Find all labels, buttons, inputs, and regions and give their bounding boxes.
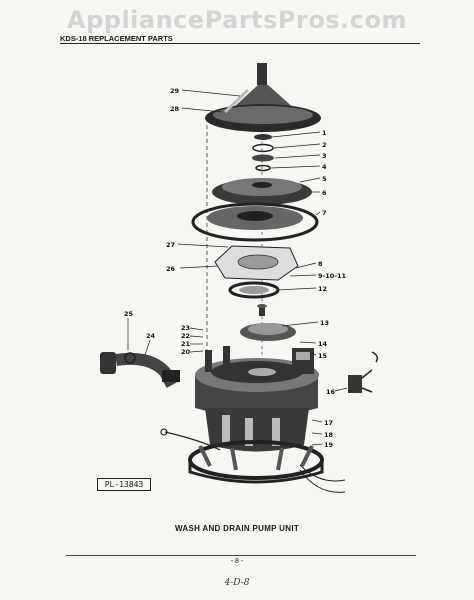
callout-13: 13: [320, 319, 329, 327]
callout-9-10-11: 9-10-11: [318, 272, 346, 280]
ground-wire-part: [164, 431, 221, 451]
footer-rule: [66, 555, 416, 556]
page-number: - 8 -: [230, 558, 244, 565]
washer-stack-part: [252, 134, 274, 172]
gasket-plate-part: [214, 245, 299, 281]
callout-2: 2: [322, 141, 327, 149]
callout-1: 1: [322, 129, 327, 137]
callout-17: 17: [324, 419, 333, 427]
callout-24: 24: [146, 332, 156, 340]
callout-6: 6: [322, 189, 327, 197]
motor-part: [205, 408, 309, 452]
top-cover-part: [205, 63, 321, 132]
callout-8: 8: [318, 260, 323, 268]
callout-12: 12: [318, 285, 327, 293]
leader-lines: [127, 89, 348, 446]
bolts-part: [257, 304, 267, 316]
motor-leads-part: [299, 464, 346, 493]
pump-body-part: [195, 346, 319, 417]
callout-23: 23: [181, 324, 190, 332]
impeller-part: [212, 178, 312, 205]
handwritten-note: 4-D-8: [224, 578, 250, 588]
callout-27: 27: [166, 241, 175, 249]
callout-18: 18: [324, 431, 334, 439]
callout-28: 28: [170, 105, 180, 113]
callout-4: 4: [322, 163, 327, 171]
callout-7: 7: [322, 209, 327, 217]
callout-16: 16: [326, 388, 336, 396]
callout-25: 25: [124, 310, 134, 318]
drain-impeller-part: [240, 323, 296, 341]
callout-15: 15: [318, 352, 328, 360]
header-rule: [60, 43, 420, 44]
pump-housing-part: [191, 202, 319, 242]
callout-5: 5: [322, 175, 327, 183]
seal-ring-part: [228, 281, 280, 299]
diagram-caption: WASH AND DRAIN PUMP UNIT: [174, 524, 300, 533]
plate-number-box: PL-13843: [97, 478, 151, 491]
callout-22: 22: [181, 332, 190, 340]
watermark: AppliancePartsPros.com: [67, 6, 407, 34]
callout-3: 3: [322, 152, 327, 160]
base-mount-ring-part: [188, 440, 324, 484]
callout-26: 26: [166, 265, 176, 273]
callout-29: 29: [170, 87, 180, 95]
callout-14: 14: [318, 340, 328, 348]
callout-20: 20: [181, 348, 191, 356]
page-header-title: KDS-18 REPLACEMENT PARTS: [60, 34, 173, 43]
callout-21: 21: [181, 340, 191, 348]
callout-19: 19: [324, 441, 334, 449]
switch-part: [348, 351, 379, 393]
drain-hose-part: [100, 352, 180, 388]
